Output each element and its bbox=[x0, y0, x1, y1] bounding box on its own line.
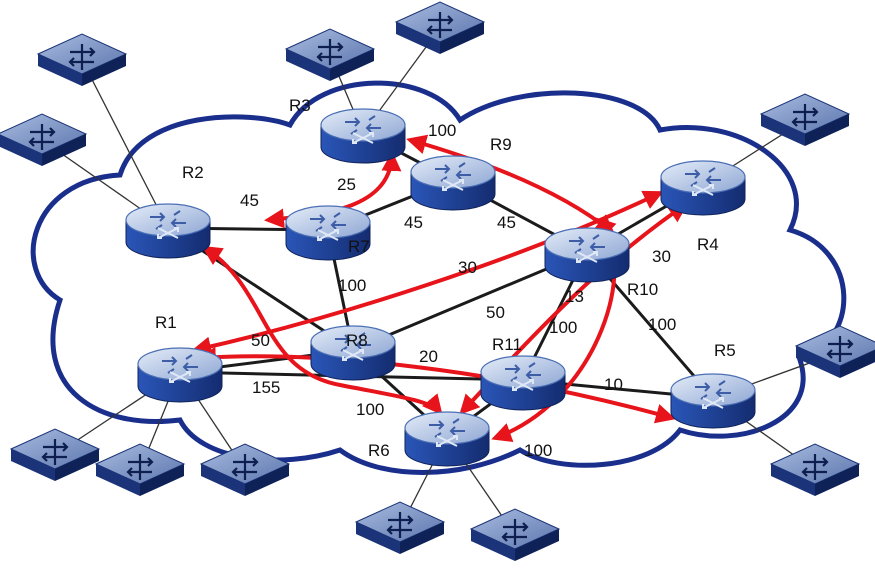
link-weight: 50 bbox=[251, 331, 270, 350]
router-label-r3: R3 bbox=[289, 96, 311, 115]
link-weight: 25 bbox=[337, 175, 356, 194]
link-weight: 100 bbox=[356, 400, 384, 419]
router-label-r10: R10 bbox=[627, 280, 658, 299]
router-label-r8: R8 bbox=[346, 331, 368, 350]
link-weight: 100 bbox=[524, 441, 552, 460]
switch-icon bbox=[199, 443, 291, 496]
router-icon bbox=[320, 108, 406, 164]
router-icon bbox=[285, 205, 371, 261]
switch-icon bbox=[769, 443, 861, 496]
router-icon bbox=[137, 347, 223, 403]
router-icon bbox=[310, 325, 396, 381]
switch-icon bbox=[284, 28, 376, 81]
router-label-r11: R11 bbox=[492, 335, 522, 354]
link-weight: 45 bbox=[404, 213, 423, 232]
link-weight: 100 bbox=[648, 315, 676, 334]
switch-icon bbox=[759, 93, 851, 146]
link-weight: 45 bbox=[497, 213, 516, 232]
switch-icon bbox=[36, 33, 128, 86]
link-weight: 100 bbox=[428, 121, 456, 140]
router-icon bbox=[404, 411, 490, 467]
router-label-r9: R9 bbox=[490, 135, 512, 154]
switch-icon bbox=[94, 443, 186, 496]
access-line bbox=[81, 59, 169, 229]
link-weight: 30 bbox=[652, 247, 671, 266]
switch-icon bbox=[9, 428, 101, 481]
link-weight: 100 bbox=[549, 318, 577, 337]
switch-icon bbox=[469, 508, 561, 561]
link-weight: 30 bbox=[458, 258, 477, 277]
link-weight: 100 bbox=[338, 276, 366, 295]
link-weight: 155 bbox=[252, 378, 280, 397]
router-label-r1: R1 bbox=[155, 313, 177, 332]
switch-icon bbox=[354, 501, 446, 554]
switch-icon bbox=[0, 113, 88, 166]
router-icon bbox=[410, 155, 496, 211]
switches bbox=[0, 1, 875, 561]
routers bbox=[125, 108, 756, 467]
router-label-r2: R2 bbox=[182, 163, 204, 182]
network-cloud bbox=[30, 80, 847, 475]
router-icon bbox=[544, 227, 630, 283]
link-weight: 20 bbox=[419, 347, 438, 366]
router-icon bbox=[125, 203, 211, 259]
router-label-r4: R4 bbox=[697, 235, 719, 254]
switch-icon bbox=[394, 1, 486, 54]
router-label-r6: R6 bbox=[368, 441, 390, 460]
router-icon bbox=[660, 160, 746, 216]
router-label-r5: R5 bbox=[714, 341, 736, 360]
router-label-r7: R7 bbox=[348, 237, 370, 256]
link-weight: 50 bbox=[486, 303, 505, 322]
link-weight: 45 bbox=[240, 191, 259, 210]
link-weights: 45 25 100 45 45 100 30 50 13 100 30 100 50 155 20 10 100… bbox=[240, 121, 676, 460]
router-icon bbox=[480, 355, 566, 411]
switch-icon bbox=[794, 325, 875, 378]
link-weight: 13 bbox=[565, 287, 584, 306]
router-icon bbox=[670, 373, 756, 429]
link-weight: 10 bbox=[604, 375, 623, 394]
